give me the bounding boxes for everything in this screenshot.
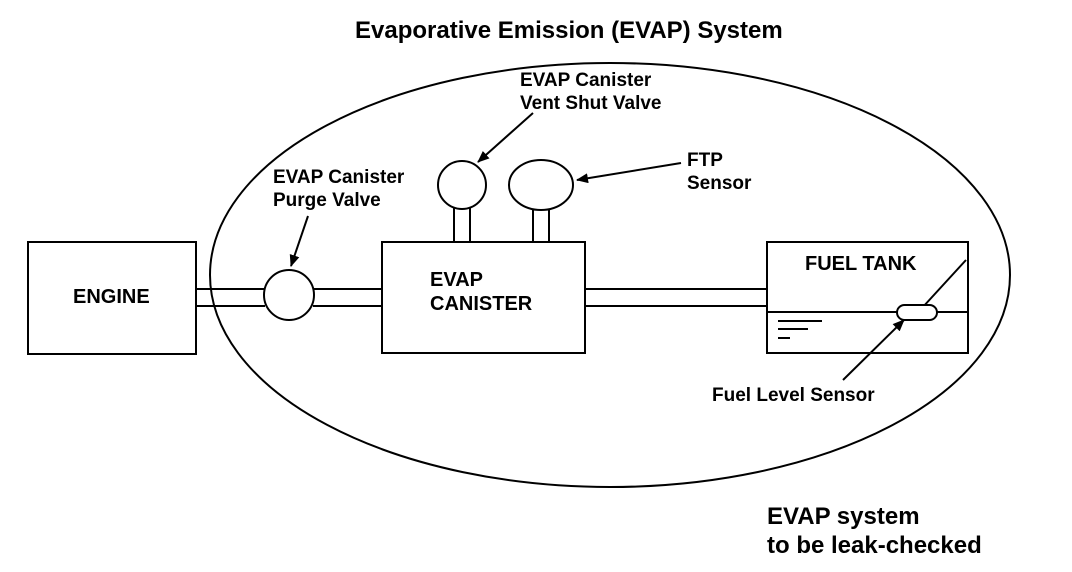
evap-canister-box: [381, 241, 586, 354]
fuel-level-float: [896, 304, 938, 321]
engine-label: ENGINE: [73, 286, 150, 308]
fuel-level-label: Fuel Level Sensor: [712, 385, 875, 406]
evap-system-boundary: [209, 62, 1011, 488]
fuel-tank-label: FUEL TANK: [805, 253, 917, 275]
note-line2: to be leak-checked: [767, 532, 982, 559]
ftp-arrow: [576, 162, 682, 184]
fuel-tank-box: [766, 241, 969, 354]
purge-valve: [263, 269, 315, 321]
ftp-label-line2: Sensor: [687, 173, 752, 194]
engine-box: [27, 241, 197, 355]
ftp-label-line1: FTP: [687, 150, 723, 171]
fuel-level-arrow: [842, 319, 905, 381]
canister-label-line2: CANISTER: [430, 293, 533, 315]
float-arm: [921, 259, 967, 309]
vent-shut-valve: [437, 160, 487, 210]
canister-label-line1: EVAP: [430, 269, 483, 291]
purge-valve-label-line2: Purge Valve: [273, 190, 381, 211]
purge-valve-label-line1: EVAP Canister: [273, 167, 405, 188]
diagram-title: Evaporative Emission (EVAP) System: [355, 17, 783, 44]
vent-valve-arrow: [477, 112, 534, 163]
vent-valve-label-line1: EVAP Canister: [520, 70, 652, 91]
ftp-sensor: [508, 159, 574, 211]
vent-valve-label-line2: Vent Shut Valve: [520, 93, 662, 114]
note-line1: EVAP system: [767, 503, 920, 530]
purge-valve-arrow: [289, 215, 309, 267]
